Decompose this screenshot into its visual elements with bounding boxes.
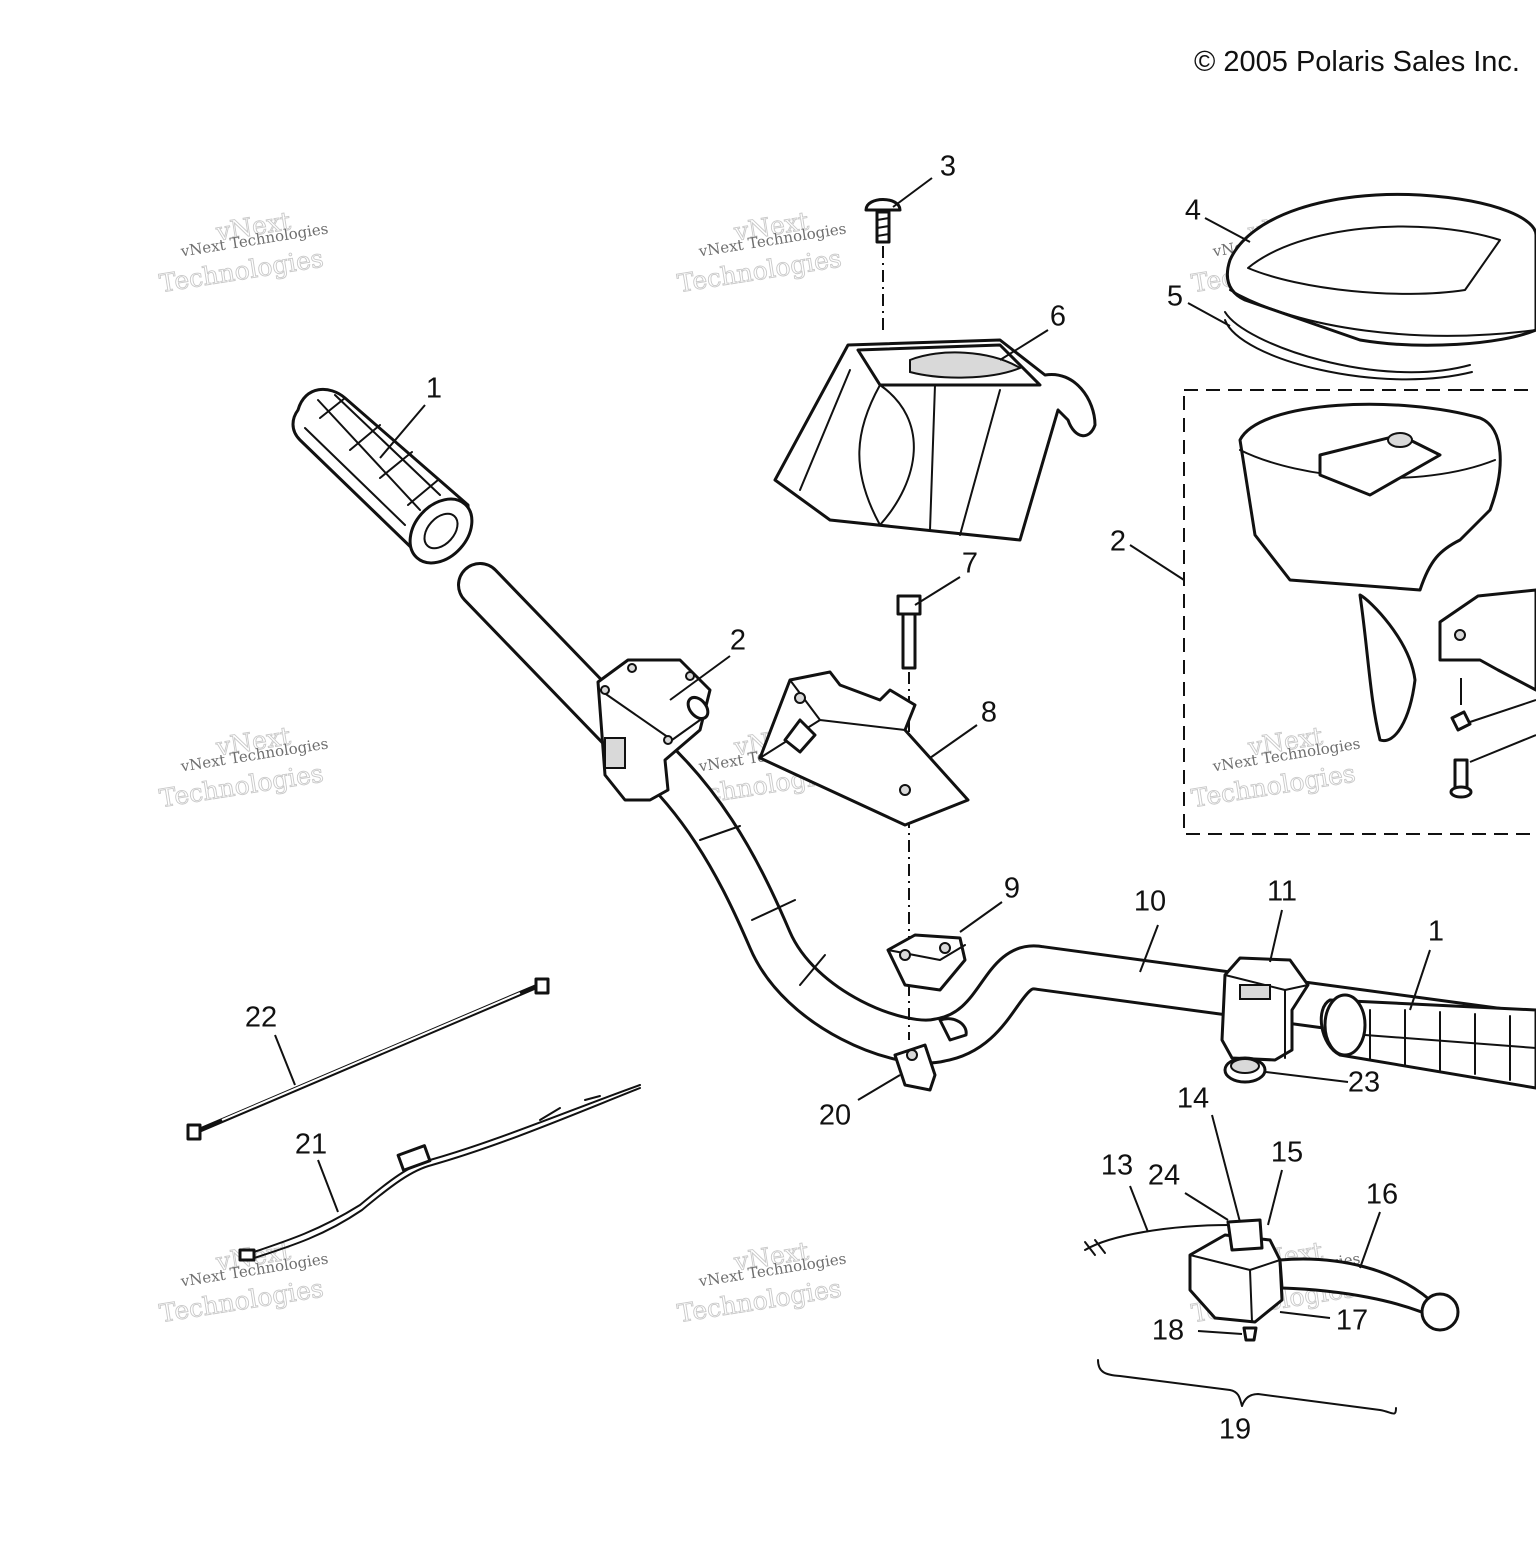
callout-1-left-grip: 1 (426, 373, 442, 405)
headlight-cover (773, 338, 1097, 542)
callout-10: 10 (1134, 886, 1166, 918)
throttle-cable (186, 977, 550, 1141)
callout-20: 20 (819, 1100, 851, 1132)
left-grip (291, 387, 474, 565)
callout-3: 3 (940, 151, 956, 183)
right-switch (1220, 956, 1310, 1062)
throttle-cap (1223, 1056, 1267, 1084)
callout-14: 14 (1177, 1083, 1209, 1115)
right-grip (1319, 993, 1536, 1090)
callout-13: 13 (1101, 1150, 1133, 1182)
callout-8: 8 (981, 697, 997, 729)
brake-lever-assembly (1084, 1218, 1460, 1415)
callout-23: 23 (1348, 1067, 1380, 1099)
callout-labels: 1 1 2 2 3 4 5 6 7 8 9 10 11 13 14 15 16 … (245, 151, 1444, 1446)
callout-1-right-grip: 1 (1428, 916, 1444, 948)
watermark-1: Technologies vNext vNext Technologies (157, 206, 330, 299)
callout-5: 5 (1167, 281, 1183, 313)
callout-9: 9 (1004, 873, 1020, 905)
callout-4: 4 (1185, 195, 1201, 227)
screw (864, 198, 902, 330)
watermark-7: Technologies vNext vNext Technologies (157, 1236, 330, 1329)
callout-21: 21 (295, 1129, 327, 1161)
callout-2-assembly: 2 (1110, 526, 1126, 558)
watermarks: Technologies vNext vNext Technologies Te… (157, 206, 1362, 1329)
copyright-notice: © 2005 Polaris Sales Inc. (1193, 46, 1520, 78)
left-switch-housing (596, 658, 712, 802)
watermark-2: Technologies vNext vNext Technologies (675, 206, 848, 299)
callout-19: 19 (1219, 1414, 1251, 1446)
callout-22: 22 (245, 1002, 277, 1034)
callout-11: 11 (1267, 876, 1297, 908)
callout-24: 24 (1148, 1160, 1180, 1192)
handlebar (457, 562, 1536, 1065)
mounting-bracket (758, 670, 970, 827)
callout-17: 17 (1336, 1305, 1368, 1337)
leader-lines (274, 177, 1431, 1335)
callout-7: 7 (962, 548, 978, 580)
callout-16: 16 (1366, 1179, 1398, 1211)
watermark-4: Technologies vNext vNext Technologies (157, 721, 330, 814)
watermark-8: Technologies vNext vNext Technologies (675, 1236, 848, 1329)
lower-clamp (893, 1017, 968, 1092)
callout-2-left-switch: 2 (730, 625, 746, 657)
upper-clamp (886, 933, 967, 992)
callout-15: 15 (1271, 1137, 1303, 1169)
watermark-6: Technologies vNext vNext Technologies (1189, 721, 1362, 814)
controls-box-assembly (1183, 192, 1536, 835)
wire-harness (238, 1084, 641, 1262)
callout-18: 18 (1152, 1315, 1184, 1347)
callout-6: 6 (1050, 301, 1066, 333)
